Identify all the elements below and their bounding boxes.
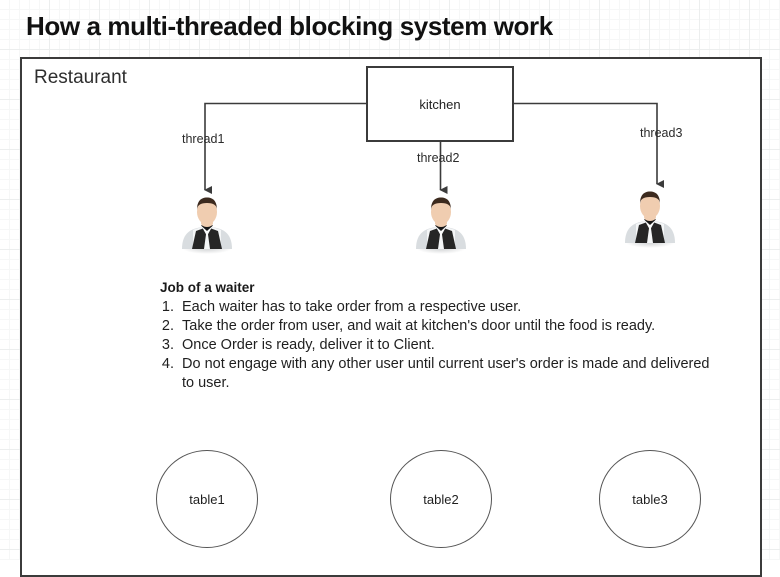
job-notes: Job of a waiter Each waiter has to take … <box>152 280 712 393</box>
table-node-2[interactable]: table2 <box>390 450 492 548</box>
job-notes-list: Each waiter has to take order from a res… <box>152 298 712 393</box>
table-node-label: table3 <box>632 491 668 507</box>
job-notes-heading: Job of a waiter <box>160 280 255 295</box>
waiter-icon <box>621 186 679 248</box>
waiter-icon <box>178 192 236 254</box>
job-notes-item: Once Order is ready, deliver it to Clien… <box>178 336 712 355</box>
thread3-label: thread3 <box>640 126 683 140</box>
thread1-label: thread1 <box>182 132 225 146</box>
table-node-label: table1 <box>189 491 225 507</box>
job-notes-item: Do not engage with any other user until … <box>178 355 712 393</box>
job-notes-item: Take the order from user, and wait at ki… <box>178 317 712 336</box>
page-title: How a multi-threaded blocking system wor… <box>26 11 553 41</box>
kitchen-node[interactable]: kitchen <box>366 66 514 142</box>
table-node-3[interactable]: table3 <box>599 450 701 548</box>
waiter-icon <box>412 192 470 254</box>
table-node-label: table2 <box>423 491 459 507</box>
table-node-1[interactable]: table1 <box>156 450 258 548</box>
restaurant-label: Restaurant <box>34 67 127 88</box>
kitchen-node-label: kitchen <box>419 96 461 112</box>
job-notes-item: Each waiter has to take order from a res… <box>178 298 712 317</box>
thread2-label: thread2 <box>417 151 460 165</box>
